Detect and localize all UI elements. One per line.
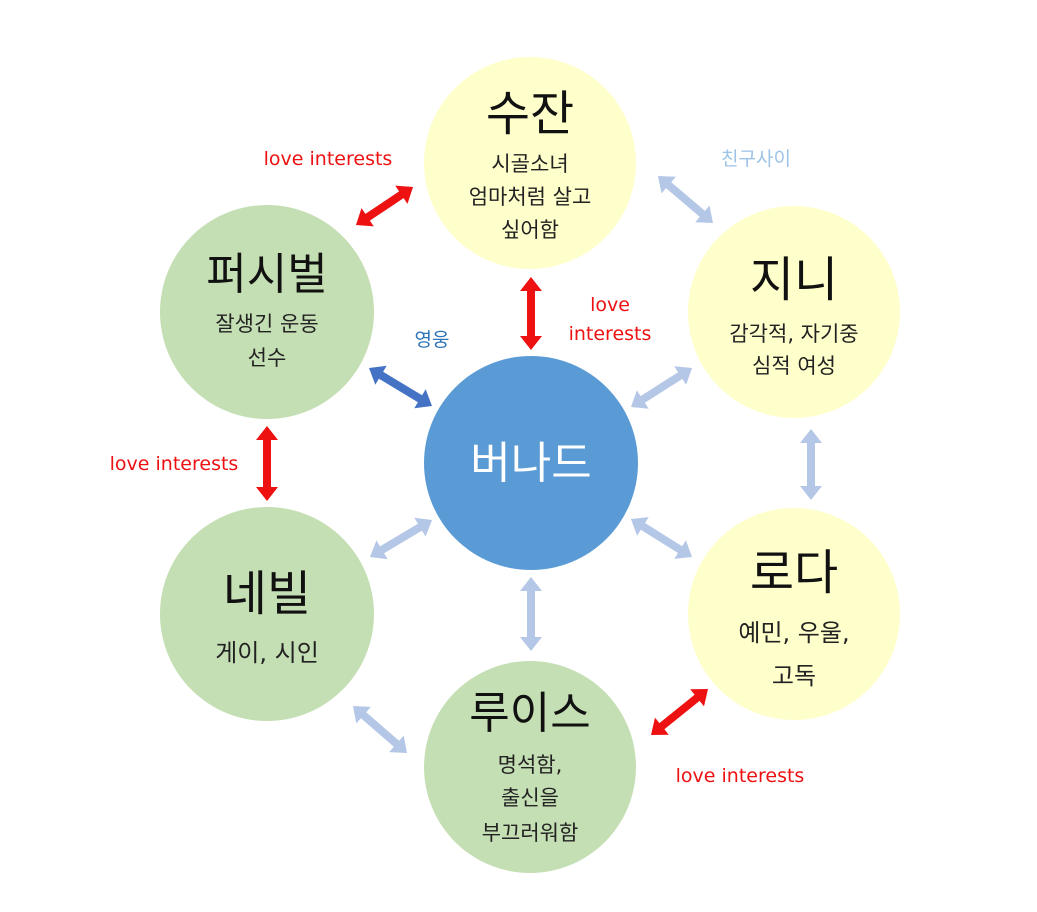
node-roda-name: 로다 [750,545,838,601]
node-luis-circle [424,661,636,873]
node-sujan: 수잔 시골소녀 엄마처럼 살고 싶어함 [424,57,636,269]
arrow-roda-luis [651,689,708,735]
arrow-jini-bernard [631,366,692,409]
arrow-bernard-luis [520,577,542,651]
node-luis-name: 루이스 [469,688,590,739]
node-percival-desc-2: 선수 [248,346,287,370]
node-jini-name: 지니 [750,252,838,308]
label-love-top-left: love interests [264,148,393,170]
node-sujan-desc-1: 시골소녀 [491,152,568,176]
node-roda-desc-2: 고독 [772,662,816,690]
arrows [256,176,822,753]
node-luis: 루이스 명석함, 출신을 부끄러워함 [424,661,636,873]
label-love-center-line2: interests [569,323,652,345]
node-percival-name: 퍼시벌 [206,249,327,300]
arrow-bernard-neville [370,517,432,560]
arrow-percival-bernard [369,365,432,409]
node-sujan-desc-2: 엄마처럼 살고 [469,185,592,209]
node-roda-circle [688,508,900,720]
node-bernard-name: 버나드 [470,438,591,489]
node-percival-circle [160,205,374,419]
label-friends: 친구사이 [721,148,791,170]
node-luis-desc-2: 출신을 [501,786,559,810]
node-sujan-circle [424,57,636,269]
node-sujan-name: 수잔 [486,86,574,142]
node-neville-circle [160,507,374,721]
node-luis-desc-1: 명석함, [498,753,563,777]
label-hero: 영웅 [415,329,450,351]
node-jini-desc-1: 감각적, 자기중 [729,322,858,346]
label-love-bottom-right: love interests [676,765,805,787]
node-bernard-center: 버나드 [424,356,638,570]
arrow-bernard-roda [631,517,692,559]
relationship-labels: love interests love interests love inter… [110,148,805,787]
arrow-jini-roda [800,429,822,500]
node-roda: 로다 예민, 우울, 고독 [688,508,900,720]
label-love-center-line1: love [590,294,630,316]
arrow-sujan-percival [356,185,413,227]
node-roda-desc-1: 예민, 우울, [738,619,849,647]
node-sujan-desc-3: 싶어함 [501,218,559,242]
node-neville-name: 네빌 [223,566,311,622]
node-neville-desc-1: 게이, 시인 [215,639,319,667]
arrow-percival-neville [256,426,278,501]
node-luis-desc-3: 부끄러워함 [482,821,579,845]
node-jini-desc-2: 심적 여성 [752,354,836,378]
arrow-neville-luis [353,706,407,753]
node-jini: 지니 감각적, 자기중 심적 여성 [688,206,900,418]
arrow-sujan-bernard [520,277,542,350]
node-neville: 네빌 게이, 시인 [160,507,374,721]
node-bernard-circle [424,356,638,570]
node-percival-desc-1: 잘생긴 운동 [215,312,318,336]
arrow-sujan-jini [658,176,713,223]
node-jini-circle [688,206,900,418]
node-percival: 퍼시벌 잘생긴 운동 선수 [160,205,374,419]
label-love-left: love interests [110,453,239,475]
